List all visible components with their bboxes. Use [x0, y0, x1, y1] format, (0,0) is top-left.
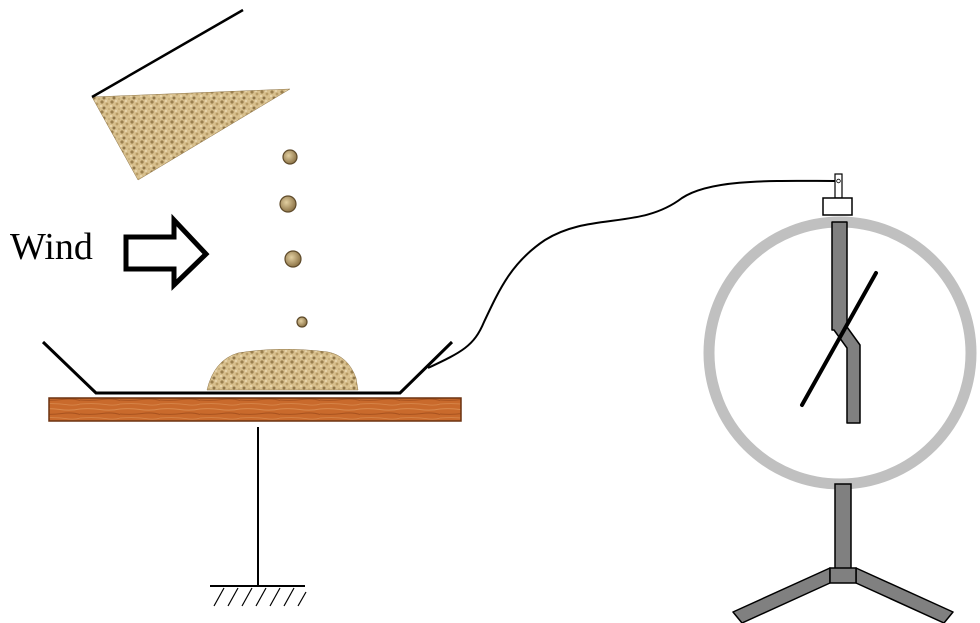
meter-needle — [800, 271, 878, 407]
container-sand — [91, 88, 291, 181]
connecting-wire — [427, 179, 839, 369]
falling-grain — [296, 316, 308, 328]
ground-symbol-icon — [210, 427, 307, 607]
sand-pile — [206, 349, 359, 391]
falling-grain — [284, 250, 302, 268]
wind-arrow-icon — [123, 213, 210, 291]
stand-leg-left — [732, 567, 831, 623]
stand-pole — [834, 483, 852, 570]
wooden-board — [48, 397, 462, 422]
stand-base-hub — [829, 567, 857, 584]
sand-tray — [41, 340, 454, 395]
pouring-container — [91, 8, 291, 181]
terminal-insulator — [822, 197, 853, 216]
stand-leg-right — [855, 567, 954, 623]
falling-grains — [279, 149, 308, 328]
terminal-post — [834, 173, 843, 199]
electrometer — [703, 173, 977, 623]
container-wall — [91, 8, 244, 99]
falling-grain — [282, 149, 298, 165]
wind-label: Wind — [10, 226, 93, 268]
tray-outline — [41, 340, 454, 395]
falling-grain — [279, 195, 297, 213]
terminal-screw-icon — [836, 178, 841, 184]
